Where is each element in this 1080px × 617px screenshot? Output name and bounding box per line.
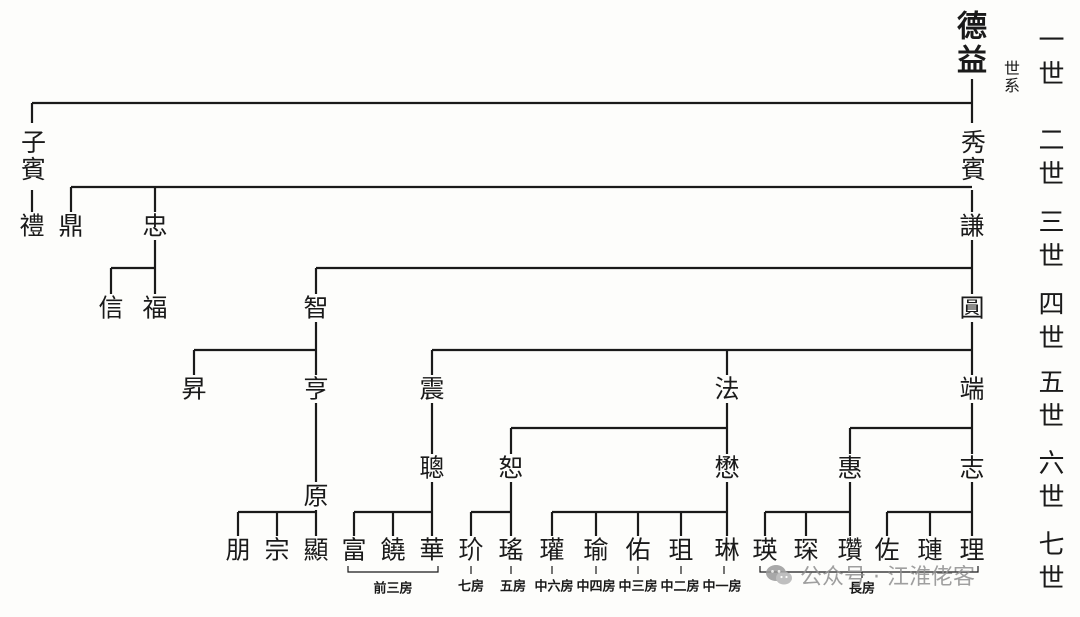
wechat-icon: [766, 565, 792, 585]
branch-label: 中六房: [534, 579, 574, 595]
person-name: 圓: [959, 293, 985, 323]
person-name: 法: [714, 374, 740, 404]
person-name: 顯: [303, 535, 329, 565]
generation-label: 二世: [1034, 126, 1064, 194]
person-name: 志: [959, 453, 985, 483]
person-name: 饒: [380, 535, 406, 565]
person-name: 朋: [225, 535, 251, 565]
person-name: 璉: [917, 535, 943, 565]
person-name: 謙: [959, 211, 985, 241]
root-ancestor-name: 德益: [951, 9, 986, 79]
person-name: 玠: [458, 535, 484, 565]
person-name: 原: [303, 481, 329, 511]
person-name: 懋: [714, 453, 740, 483]
branch-label: 中一房: [702, 579, 742, 595]
person-name: 秀賓: [957, 128, 987, 184]
branch-label: 中四房: [576, 579, 616, 595]
person-name: 亨: [303, 374, 329, 404]
person-name: 禮: [19, 211, 45, 241]
person-name: 華: [419, 535, 445, 565]
person-name: 瓘: [539, 535, 565, 565]
person-name: 宗: [264, 535, 290, 565]
lineage-note: 世系: [1001, 59, 1020, 95]
person-name: 昇: [181, 374, 207, 404]
person-name: 瓚: [837, 535, 863, 565]
person-name: 震: [419, 374, 445, 404]
person-name: 聰: [419, 453, 445, 483]
branch-label: 中三房: [618, 579, 658, 595]
branch-label: 前三房: [373, 581, 413, 597]
generation-label: 五世: [1034, 368, 1064, 436]
branch-label: 中二房: [660, 579, 700, 595]
generation-label: 六世: [1034, 449, 1064, 517]
generation-label: 四世: [1034, 290, 1064, 358]
person-name: 琛: [793, 535, 819, 565]
watermark: 公众号 · 江淮佬客: [764, 558, 975, 592]
person-name: 忠: [142, 211, 168, 241]
person-name: 智: [303, 293, 329, 323]
person-name: 瑤: [498, 535, 524, 565]
person-name: 恕: [498, 453, 524, 483]
person-name: 端: [959, 374, 985, 404]
person-name: 信: [98, 293, 124, 323]
person-name: 子賓: [17, 128, 47, 184]
person-name: 瑛: [752, 535, 778, 565]
generation-label: 七世: [1034, 530, 1064, 598]
branch-label: 七房: [457, 579, 485, 595]
person-name: 琳: [714, 535, 740, 565]
branch-label: 長房: [848, 581, 876, 597]
generation-label: 三世: [1034, 208, 1064, 276]
person-name: 惠: [837, 453, 863, 483]
person-name: 瑜: [583, 535, 609, 565]
person-name: 理: [959, 535, 985, 565]
watermark-text: 公众号 · 江淮佬客: [800, 565, 975, 590]
generation-label: 一世: [1034, 26, 1064, 94]
person-name: 富: [341, 535, 367, 565]
branch-label: 五房: [499, 579, 527, 595]
person-name: 福: [142, 293, 168, 323]
person-name: 佑: [625, 535, 651, 565]
person-name: 珇: [668, 535, 694, 565]
person-name: 佐: [874, 535, 900, 565]
person-name: 鼎: [58, 211, 84, 241]
